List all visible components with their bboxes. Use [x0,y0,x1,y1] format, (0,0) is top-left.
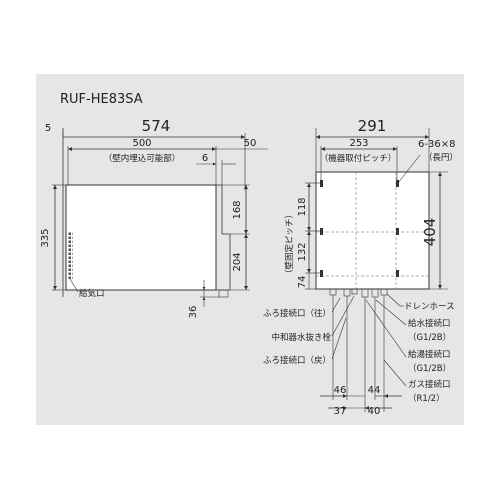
dim-168: 168 [232,200,243,219]
hole-caption: （長円） [424,152,458,163]
pitch-caption: （機器取付ピッチ） [320,153,397,164]
hole-leader [397,154,421,184]
label-gas-inlet: ガス接続口 [408,379,451,390]
mount-hole [396,270,399,277]
hole-spec: 6-36×8 [418,139,455,150]
label-hot-water-outlet-spec: （G1/2B） [408,363,451,374]
dim-574: 574 [142,117,171,135]
mount-hole [320,180,323,187]
mount-hole [320,270,323,277]
recess-caption: （壁内埋込可能部） [104,153,181,164]
bottom-fitting-side [218,289,229,298]
front-view: 291 253 （機器取付ピッチ） 6-36×8 （長円） 404 118 13… [263,117,458,417]
dim-40: 40 [368,406,381,417]
dim-37: 37 [334,406,347,417]
dim-46: 46 [334,385,347,396]
label-gas-inlet-spec: （R1/2） [408,393,445,404]
dim-404: 404 [421,218,439,247]
dim-204: 204 [232,252,243,271]
dim-253: 253 [349,138,368,149]
dim-118: 118 [297,197,308,216]
wall-pitch-caption: （壁固定ピッチ） [284,210,295,278]
dim-132: 132 [297,242,308,261]
dim-291: 291 [358,117,387,135]
label-water-inlet-spec: （G1/2B） [408,332,451,343]
label-hot-water-outlet: 給湯接続口 [408,349,451,360]
label-bath-return: ふろ接続口（戻） [263,355,331,366]
unit-step-side [216,184,231,291]
dim-74: 74 [297,276,308,289]
model-title: RUF-HE83SA [60,92,143,107]
dim-335: 335 [40,228,51,247]
dim-6: 6 [202,153,208,164]
dim-36: 36 [188,306,199,319]
side-view: 574 5 500 （壁内埋込可能部） 50 6 335 168 204 [40,117,268,318]
bottom-fittings [329,288,388,298]
intake-leader [69,278,79,293]
dim-50: 50 [244,138,257,149]
dim-500: 500 [132,138,151,149]
mount-hole [396,180,399,187]
dim-44: 44 [368,385,381,396]
label-bath-out: ふろ接続口（往） [263,308,331,319]
label-drain-hose: ドレンホース [404,302,455,312]
mount-hole [396,228,399,235]
unit-body-front [315,171,430,290]
intake-grill [67,232,73,279]
dim-5: 5 [45,123,51,134]
label-water-inlet: 給水接続口 [408,318,451,329]
label-neutralizer-drain: 中和器水抜き栓 [271,332,331,343]
unit-body-side [65,184,217,291]
intake-label: 給気口 [79,288,105,299]
mount-hole [320,228,323,235]
